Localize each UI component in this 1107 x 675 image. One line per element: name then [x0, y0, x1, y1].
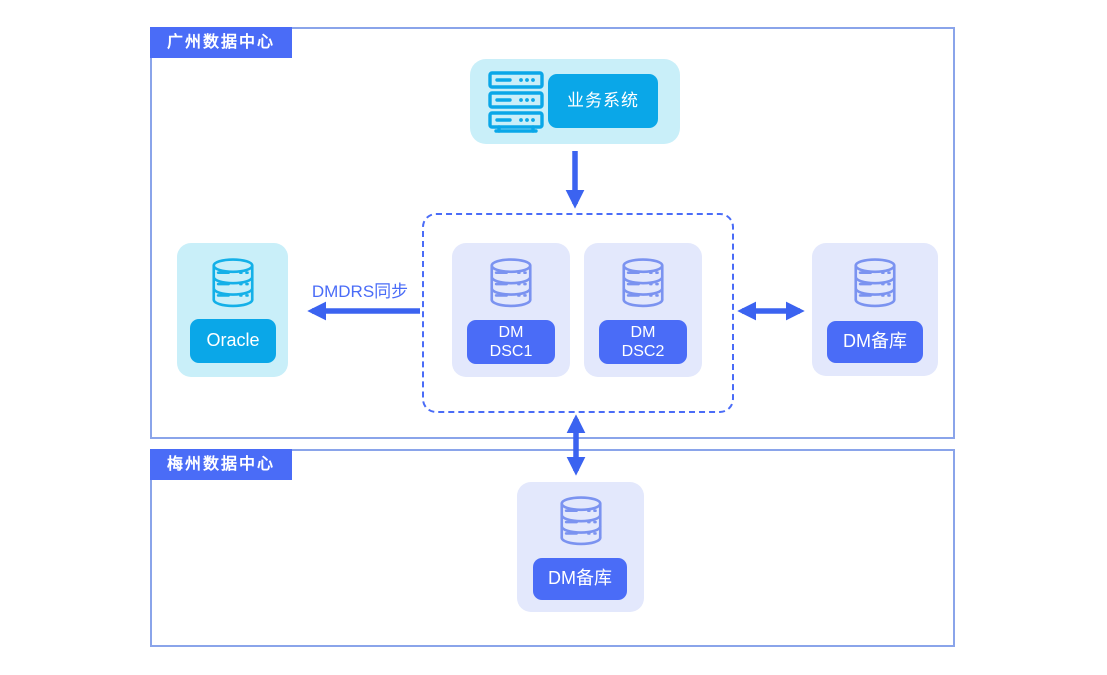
business-system-button: 业务系统: [548, 74, 658, 128]
node-oracle: Oracle: [177, 243, 288, 377]
database-icon: [622, 258, 664, 308]
dm-dsc1-button: DM DSC1: [467, 320, 555, 364]
node-dm-dsc1: DM DSC1: [452, 243, 570, 377]
node-dm-standby-right: DM备库: [812, 243, 938, 376]
node-dm-standby-bottom: DM备库: [517, 482, 644, 612]
region-label-guangzhou: 广州数据中心: [150, 27, 293, 58]
dm-dsc2-button: DM DSC2: [599, 320, 687, 364]
dm-dsc1-line2: DSC1: [489, 343, 533, 360]
database-icon: [854, 258, 896, 308]
database-icon: [490, 258, 532, 308]
dm-standby-bottom-button: DM备库: [533, 558, 627, 600]
dm-dsc1-line1: DM: [498, 323, 524, 341]
dm-dsc2-line1: DM: [630, 323, 656, 341]
dm-standby-right-button: DM备库: [827, 321, 923, 363]
dm-dsc-cluster: [422, 213, 734, 413]
node-dm-dsc2: DM DSC2: [584, 243, 702, 377]
oracle-button: Oracle: [190, 319, 276, 363]
server-stack-icon: [488, 71, 544, 133]
database-icon: [211, 258, 254, 308]
dm-dsc2-line2: DSC2: [621, 343, 665, 360]
region-label-meizhou: 梅州数据中心: [150, 449, 293, 480]
node-business-system: 业务系统: [470, 59, 680, 144]
database-icon: [559, 496, 602, 546]
dmdrs-sync-label: DMDRS同步: [311, 282, 409, 301]
